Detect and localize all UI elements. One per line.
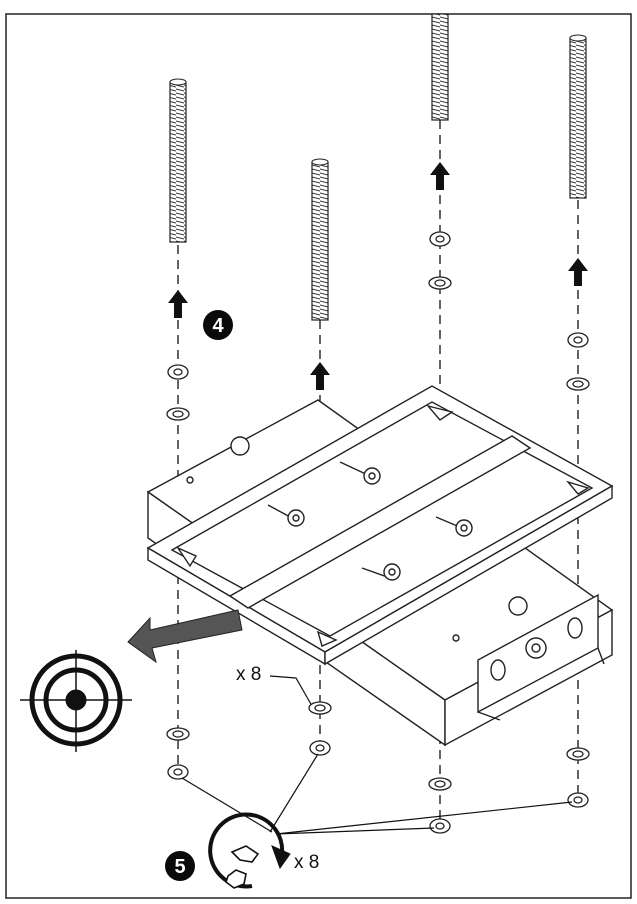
threaded-rod-3 [431, 13, 449, 121]
nut-count-label: x 8 [294, 852, 319, 873]
threaded-rod-4 [569, 34, 587, 199]
wrench-leader-lines [181, 753, 573, 835]
step-4-number: 4 [212, 315, 224, 337]
target-icon [20, 650, 132, 752]
hardware-lower [166, 701, 590, 834]
threaded-rod-2 [311, 158, 329, 321]
step-5-badge: 5 [165, 851, 195, 881]
washer-count-label: x 8 [236, 664, 261, 685]
step-5-number: 5 [174, 856, 185, 878]
step-4-badge: 4 [203, 310, 233, 340]
callout-leader [269, 675, 313, 707]
page-border [5, 13, 632, 899]
arrow-left-icon [127, 609, 243, 664]
adapter-plate [146, 385, 614, 666]
threaded-rod-1 [169, 78, 187, 243]
wrench-icon [208, 812, 291, 889]
arrow-up-icon [168, 162, 588, 390]
